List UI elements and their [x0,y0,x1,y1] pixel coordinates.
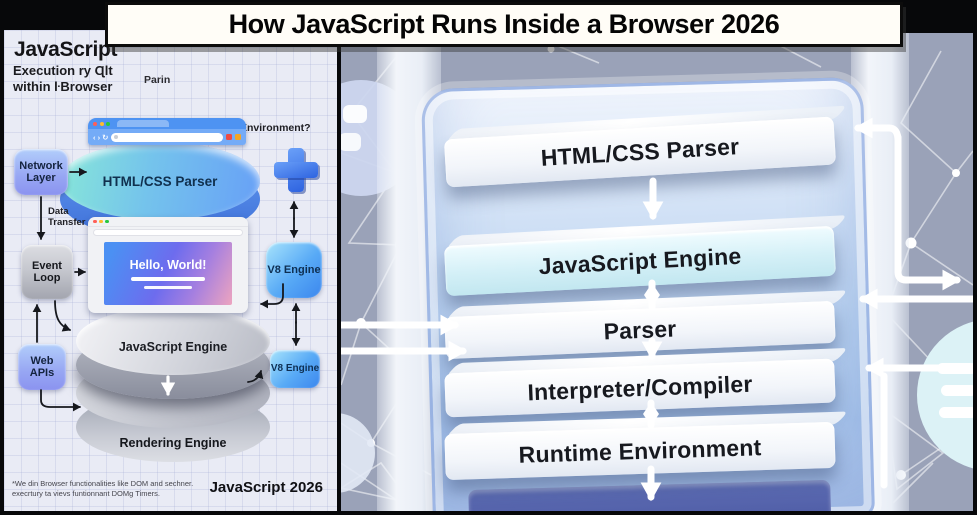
browser-tab [116,120,169,127]
event-loop-node: Event Loop [21,245,73,299]
traffic-light-green-icon [106,121,110,126]
arrow-eventloop-to-jsengine [54,300,71,332]
title-banner: How JavaScript Runs Inside a Browser 202… [105,2,903,47]
traffic-light-yellow-icon [99,121,104,126]
plus-icon [272,146,320,194]
left-diagram-panel: JavaScript Execution ry Ɋlt within ŀBrow… [4,30,337,511]
html-css-parser-label: HTML/CSS Parser [102,173,218,189]
arrow-webapis-to-rendering [40,389,81,412]
traffic-light-green-icon [105,219,109,224]
network-layer-node: Network Layer [14,149,68,195]
v8-engine-lower-node: V8 Engine [270,350,320,388]
traffic-light-red-icon [93,219,97,224]
page-content: Hello, World! [104,242,232,305]
hello-world-window: Hello, World! [88,217,248,313]
placeholder-line [144,285,192,289]
rendering-engine-label: Rendering Engine [119,436,227,450]
subheading-line-2: within ŀBrowser [13,79,113,94]
parin-label: Parin [144,74,171,86]
browser-titlebar [88,118,246,129]
toolbar-orange-button-icon [235,134,241,140]
data-transfer-label: Data Transfer [48,206,86,228]
stack-label: Parser [603,314,677,345]
right-illustration-panel: HTML/CSS Parser JavaScript Engine Parser… [341,33,973,511]
hello-world-text: Hello, World! [129,258,207,273]
left-panel-heading: JavaScript [14,38,118,61]
page-title: How JavaScript Runs Inside a Browser 202… [228,9,780,39]
url-bar [111,132,223,142]
back-forward-reload-icons: ‹ › ↻ [93,132,109,142]
toolbar-red-button-icon [226,134,232,140]
stack-label: JavaScript Engine [538,242,742,279]
subheading-line-1: Execution ry Ɋlt [13,63,113,78]
javascript-engine-disc: JavaScript Engine [76,307,270,399]
environment-label: Environment? [240,122,311,134]
stack-label: HTML/CSS Parser [540,132,740,171]
window-url-bar [93,229,243,236]
browser-toolbar: ‹ › ↻ [88,129,246,145]
traffic-light-yellow-icon [99,219,103,224]
window-toolbar [88,227,248,238]
placeholder-line [131,277,205,281]
browser-chrome-mockup: ‹ › ↻ [88,118,246,145]
footnote: *We din Browser functionalities like DOM… [12,479,193,498]
v8-engine-upper-node: V8 Engine [266,242,322,298]
url-favicon-dot [114,135,119,139]
javascript-engine-label: JavaScript Engine [118,340,228,354]
web-apis-node: Web APIs [18,344,66,390]
left-panel-subheading: Execution ry Ɋlt within ŀBrowser [13,63,113,95]
disc-top: HTML/CSS Parser [60,142,260,220]
traffic-light-red-icon [93,121,97,126]
stack-label: Runtime Environment [518,433,762,468]
footnote-line-2: execrtury ta vievs funtionnant DOMg Time… [12,488,160,498]
window-titlebar [88,217,248,227]
footnote-line-1: *We din Browser functionalities like DOM… [12,479,194,488]
brand-label: JavaScript 2026 [209,479,323,496]
stack-label: Interpreter/Compiler [527,370,753,405]
